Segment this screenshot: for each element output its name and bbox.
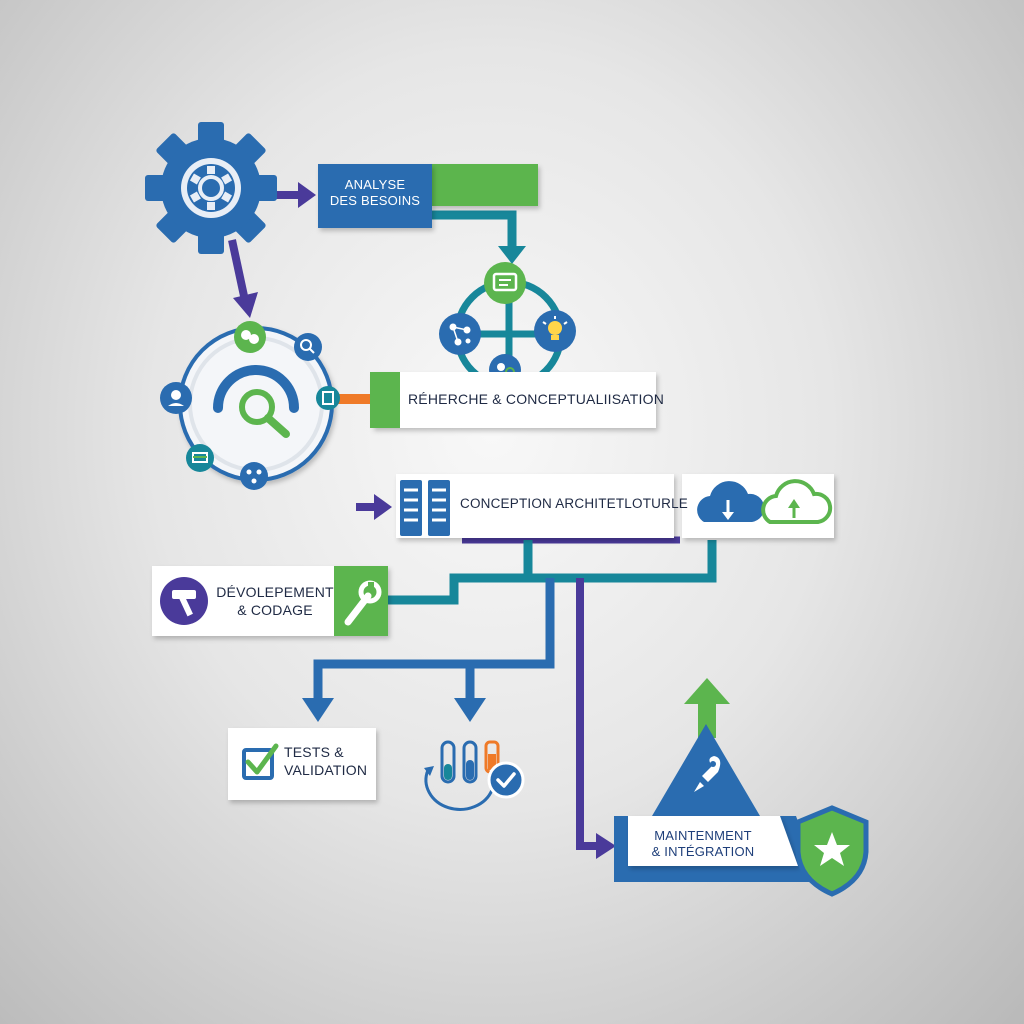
maintenance-node (614, 678, 869, 897)
network-hub-icon (439, 262, 576, 390)
hammer-icon (160, 577, 208, 625)
cloud-panel (682, 474, 834, 538)
search-arc (213, 365, 299, 413)
search-small-icon (294, 333, 322, 361)
purple-branch (576, 578, 598, 850)
cloud-upload-icon (761, 479, 833, 524)
analyse-box (318, 164, 432, 228)
arrowhead-tests (302, 698, 334, 722)
server-rack-icon (400, 480, 450, 536)
arrowhead-analyse (298, 182, 316, 208)
test-tubes-icon (424, 740, 525, 811)
maintenance-label-line2: & INTÉGRATION (651, 844, 755, 860)
recherche-label: RÉHERCHE & CONCEPTUALIISATION (408, 391, 665, 407)
research-cycle (160, 321, 340, 490)
conception-node (396, 474, 674, 538)
gear-icon (145, 122, 277, 254)
arrow-analyse-to-hub (432, 210, 517, 248)
wrench-icon (334, 566, 388, 636)
recherche-node (370, 372, 656, 428)
analyse-green-bar (430, 164, 538, 206)
maintenance-label-line1: MAINTENMENT (654, 828, 752, 843)
cloud-download-icon (697, 481, 765, 522)
teal-bus (388, 540, 717, 605)
arrow-up-icon (684, 678, 730, 738)
shield-star-icon (795, 805, 869, 897)
arrowhead-tubes (454, 698, 486, 722)
dashboard-icon (484, 262, 526, 304)
tests-label: TESTS & VALIDATION (284, 744, 367, 779)
magnifier-icon (239, 389, 290, 438)
analyse-label: ANALYSE DES BESOINS (318, 177, 432, 210)
recherche-green-tab (370, 372, 400, 428)
blue-branch (313, 578, 555, 700)
developpement-label: DÉVOLEPEMENT & CODAGE (216, 584, 334, 619)
arrowhead-maintenance (596, 833, 616, 859)
tests-label-line2: VALIDATION (284, 761, 368, 778)
connector-orange (334, 394, 374, 404)
arrowhead-conception (374, 494, 392, 520)
developpement-label-line2: & CODAGE (237, 601, 313, 618)
rocket-icon (694, 756, 721, 792)
developpement-label-line1: DÉVOLEPEMENT (216, 584, 334, 600)
conception-label: CONCEPTION ARCHITETLOTURLE (460, 496, 688, 511)
tests-label-line1: TESTS & (284, 744, 344, 760)
checkbox-icon (242, 743, 279, 780)
brain-icon (234, 321, 266, 353)
molecule-icon (439, 313, 481, 355)
maintenance-label-plate (628, 816, 798, 866)
storage-icon (186, 444, 214, 472)
arrowhead-cycle (233, 292, 258, 318)
user-support-icon (160, 382, 192, 414)
lightbulb-icon (534, 310, 576, 352)
analyse-node (318, 164, 538, 228)
device-icon (316, 386, 340, 410)
arrow-gear-to-cycle (228, 239, 248, 297)
maintenance-label: MAINTENMENT & INTÉGRATION (636, 828, 770, 861)
analyse-label-line1: ANALYSE (344, 177, 406, 192)
tests-node (228, 728, 376, 800)
arrowhead-hub (498, 246, 526, 264)
org-chart-icon (240, 462, 268, 490)
pyramid-top (652, 724, 760, 816)
developpement-node (152, 566, 388, 636)
analyse-label-line2: DES BESOINS (329, 193, 421, 209)
connectors (228, 182, 717, 859)
